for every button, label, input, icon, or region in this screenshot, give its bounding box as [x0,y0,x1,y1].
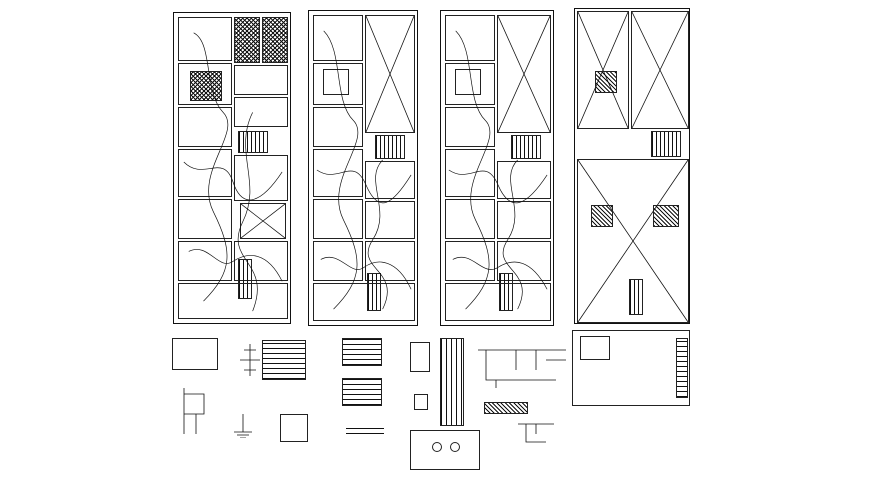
room [178,17,232,61]
room [445,15,495,61]
void-x [240,203,286,239]
skylight [591,205,613,227]
detail-legend-table [676,338,688,398]
stair [511,135,541,159]
detail-pole [176,384,210,436]
detail-circuit [238,340,262,380]
detail-panel-box [172,338,218,370]
room [365,201,415,239]
detail-meter [432,442,442,452]
room [178,107,232,147]
stair [629,279,643,315]
skylight [653,205,679,227]
stair [375,135,405,159]
room [445,107,495,147]
detail-section-strip [484,402,528,414]
room [234,155,288,201]
void-x [577,159,689,323]
room [497,201,551,239]
room [497,161,551,199]
detail-small-box [414,394,428,410]
detail-legend-table [262,340,306,380]
room [178,241,232,281]
void-x [577,11,629,129]
room [313,241,363,281]
void-x [365,15,415,133]
room [234,97,288,127]
stair [238,131,268,153]
void-x [631,11,689,129]
room [445,149,495,197]
detail-board-inner [580,336,610,360]
detail-notes [346,424,384,434]
detail-single-line-diagram [476,340,568,390]
detail-wiring-sketch [516,420,556,446]
floor-plan-1 [173,12,291,324]
detail-vertical-section [440,338,464,426]
hatched-area [190,71,222,101]
detail-legend-table [342,338,382,366]
floor-plan-2 [308,10,418,326]
skylight [595,71,617,93]
hatched-area [234,17,260,63]
room [445,241,495,281]
room [313,149,363,197]
detail-board-frame [572,330,690,406]
room [365,161,415,199]
room [313,199,363,239]
room [313,107,363,147]
room [323,69,349,95]
void-x [497,15,551,133]
room [178,199,232,239]
detail-legend-table [342,378,382,406]
room [445,283,551,321]
floor-plan-3 [440,10,554,326]
room [445,199,495,239]
detail-meter [450,442,460,452]
room [178,149,232,197]
detail-riser [410,342,430,372]
room [455,69,481,95]
room [234,65,288,95]
detail-meter-box [410,430,480,470]
room [313,15,363,61]
hatched-area [262,17,288,63]
detail-ground-rod [230,412,256,439]
roof-plan [574,8,690,324]
room [178,283,288,319]
detail-grounding [280,414,308,442]
room [313,283,415,321]
stair [651,131,681,157]
